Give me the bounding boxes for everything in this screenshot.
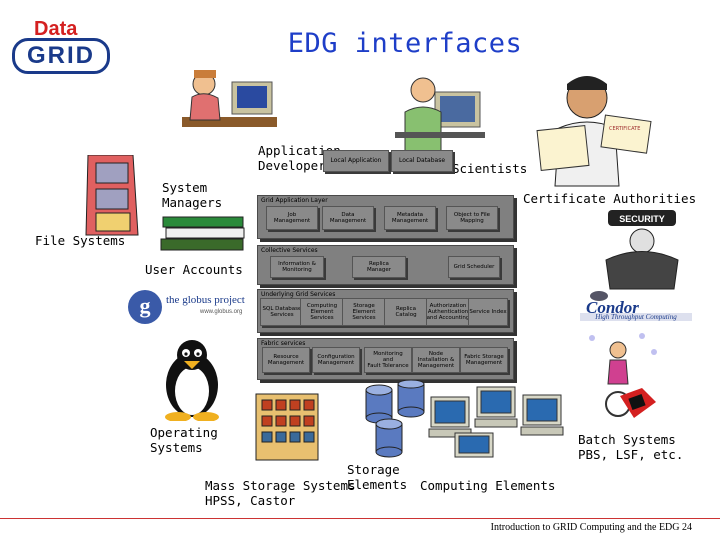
computing-elements-label: Computing Elements	[420, 478, 555, 493]
security-badge-text: SECURITY	[619, 214, 665, 224]
user-accounts-clipart	[158, 212, 253, 257]
storage-element-services-box: Storage Element Services	[342, 298, 386, 326]
authorization-authentication-accounting-box: Authorization Authentication and Account…	[426, 298, 470, 326]
globus-g-icon: g	[128, 290, 162, 324]
app-developer-clipart	[172, 62, 282, 152]
storage-elements-label: Storage Elements	[347, 462, 407, 492]
information-monitoring-box: Information & Monitoring	[270, 256, 324, 278]
computing-elements-clipart	[425, 383, 570, 463]
resource-management-box: Resource Management	[262, 347, 310, 373]
mass-storage-systems-label: Mass Storage Systems HPSS, Castor	[205, 478, 356, 508]
metadata-management-box: Metadata Management	[384, 206, 436, 230]
linux-penguin-icon	[156, 335, 228, 421]
sql-database-services-box: SQL Database Services	[260, 298, 304, 326]
replica-manager-box: Replica Manager	[352, 256, 406, 278]
certificate-authority-clipart: CERTIFICATE	[535, 68, 655, 188]
data-management-box: Data Management	[322, 206, 374, 230]
job-management-box: Job Management	[266, 206, 318, 230]
monitoring-fault-tolerance-box: Monitoring and Fault Tolerance	[364, 347, 412, 373]
lsf-logo-icon	[620, 388, 656, 418]
object-to-file-mapping-box: Object to File Mapping	[446, 206, 498, 230]
footer-text: Introduction to GRID Computing and the E…	[491, 522, 692, 533]
layer-title: Collective Services	[258, 246, 513, 255]
certificate-authorities-label: Certificate Authorities	[523, 191, 696, 206]
system-managers-label: System Managers	[162, 180, 222, 210]
configuration-management-box: Configuration Management	[312, 347, 360, 373]
globus-url-text: www.globus.org	[200, 309, 242, 315]
filing-cabinet-clipart	[78, 155, 148, 240]
replica-catalog-box: Replica Catalog	[384, 298, 428, 326]
service-index-box: Service Index	[468, 298, 508, 326]
file-systems-label: File Systems	[35, 233, 125, 248]
condor-subtitle: High Throughput Computing	[580, 313, 692, 321]
operating-systems-label: Operating Systems	[150, 425, 218, 455]
page-title: EDG interfaces	[0, 28, 720, 59]
certificate-text: CERTIFICATE	[609, 126, 640, 132]
computing-element-services-box: Computing Element Services	[300, 298, 344, 326]
security-clipart: SECURITY	[598, 205, 688, 290]
local-application-box: Local Application	[323, 150, 389, 172]
tape-library-clipart	[254, 392, 322, 464]
scientist-clipart	[395, 72, 495, 162]
footer-divider	[0, 518, 720, 519]
condor-bird-icon	[588, 288, 610, 302]
node-installation-management-box: Node Installation & Management	[412, 347, 460, 373]
grid-scheduler-box: Grid Scheduler	[448, 256, 500, 278]
batch-systems-label: Batch Systems PBS, LSF, etc.	[578, 432, 683, 462]
globus-logo: g the globus project www.globus.org	[128, 290, 246, 326]
fabric-storage-management-box: Fabric Storage Management	[460, 347, 508, 373]
layer-title: Grid Application Layer	[258, 196, 513, 205]
user-accounts-label: User Accounts	[145, 262, 243, 277]
scientists-label: Scientists	[452, 161, 527, 176]
local-database-box: Local Database	[391, 150, 453, 172]
globus-project-text: the globus project	[166, 294, 245, 306]
